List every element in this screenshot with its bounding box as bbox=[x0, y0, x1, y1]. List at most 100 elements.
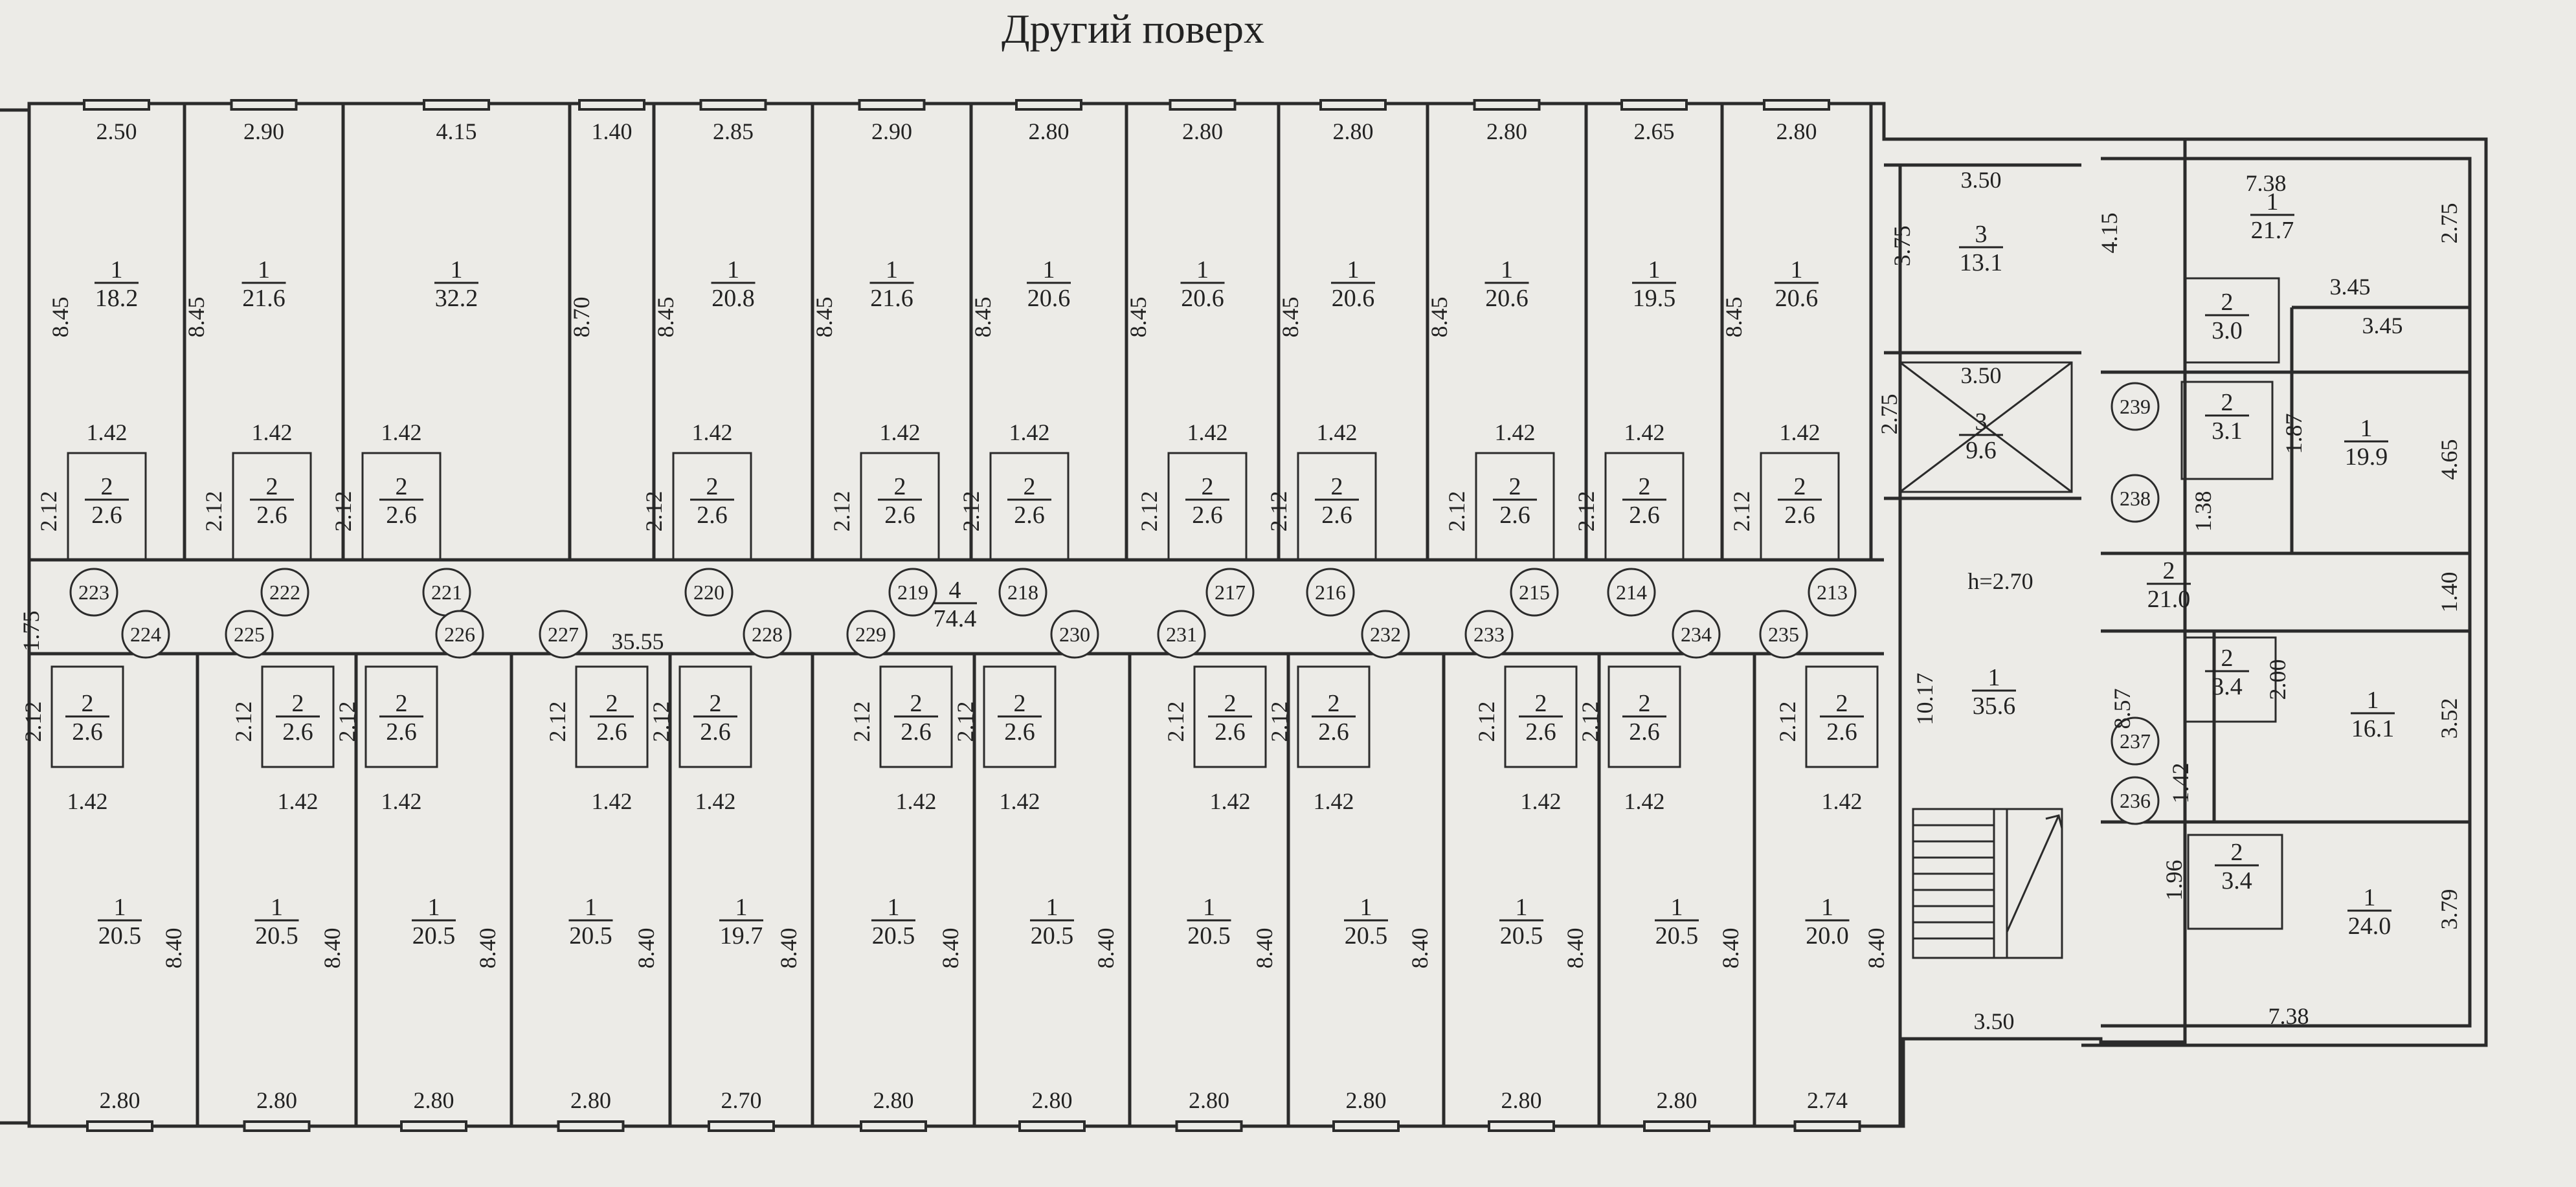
bottom-room-area: 20.5 bbox=[1345, 922, 1388, 949]
bottom-room-type: 1 bbox=[1821, 894, 1833, 921]
door-marker: 224 bbox=[121, 610, 170, 659]
top-bathroom bbox=[232, 452, 312, 561]
bottom-bathroom bbox=[364, 665, 438, 768]
floor-title: Другий поверх bbox=[1001, 6, 1265, 52]
bottom-room-area: 20.5 bbox=[569, 922, 612, 949]
door-marker-label: 239 bbox=[2120, 395, 2151, 418]
bottom-room-height: 8.40 bbox=[1093, 928, 1119, 969]
east-r2-area: 19.9 bbox=[2345, 443, 2388, 471]
corridor-width: 1.75 bbox=[18, 611, 44, 652]
top-bath-width: 1.42 bbox=[1495, 419, 1536, 445]
east-r1-area: 21.7 bbox=[2251, 217, 2294, 244]
top-bath-type: 2 bbox=[266, 473, 278, 500]
top-window bbox=[423, 99, 490, 111]
bottom-bath-area: 2.6 bbox=[1318, 718, 1349, 746]
top-room-width: 2.80 bbox=[1029, 118, 1070, 144]
bottom-bath-area: 2.6 bbox=[1629, 718, 1660, 746]
door-marker: 222 bbox=[260, 568, 309, 617]
bottom-room-area: 20.5 bbox=[412, 922, 456, 949]
east-wc2-type: 2 bbox=[2221, 389, 2234, 416]
top-room-area: 20.6 bbox=[1485, 285, 1529, 312]
door-marker-circle bbox=[1205, 568, 1255, 617]
bottom-room-height: 8.40 bbox=[161, 928, 186, 969]
east-wc4-height: 1.96 bbox=[2161, 860, 2187, 901]
top-room-type: 1 bbox=[1196, 256, 1209, 283]
top-room-type: 1 bbox=[886, 256, 898, 283]
bottom-bath-width: 1.42 bbox=[695, 788, 736, 814]
top-room-width: 2.80 bbox=[1182, 118, 1223, 144]
door-marker: 219 bbox=[888, 568, 937, 617]
bottom-room-height: 8.40 bbox=[319, 928, 345, 969]
top-bath-width: 1.42 bbox=[1009, 419, 1050, 445]
bottom-room-width: 2.80 bbox=[1501, 1087, 1542, 1113]
bottom-bath-width: 1.42 bbox=[1000, 788, 1040, 814]
bottom-window bbox=[1643, 1120, 1710, 1132]
door-marker-circle bbox=[225, 610, 274, 659]
bottom-room-type: 1 bbox=[1671, 894, 1683, 921]
door-marker: 213 bbox=[1808, 568, 1857, 617]
east-corridor-type: 2 bbox=[2163, 557, 2175, 584]
main-outer-wall bbox=[27, 102, 2187, 1128]
bottom-bath-type: 2 bbox=[710, 690, 722, 717]
top-bath-height: 2.12 bbox=[1729, 491, 1754, 532]
top-bath-width: 1.42 bbox=[252, 419, 293, 445]
top-room-width: 4.15 bbox=[436, 118, 477, 144]
bottom-bath-width: 1.42 bbox=[1210, 788, 1251, 814]
bottom-bath-area: 2.6 bbox=[1826, 718, 1857, 746]
bottom-room-area: 20.5 bbox=[1031, 922, 1074, 949]
east-wc1-type: 2 bbox=[2221, 289, 2234, 316]
bottom-bath-area: 2.6 bbox=[700, 718, 731, 746]
door-marker-circle bbox=[1808, 568, 1857, 617]
door-marker-label: 232 bbox=[1370, 623, 1401, 646]
top-room-height: 8.45 bbox=[1277, 297, 1303, 338]
bottom-window bbox=[400, 1120, 467, 1132]
top-room-area: 18.2 bbox=[95, 285, 139, 312]
top-bath-type: 2 bbox=[1794, 473, 1806, 500]
top-room-width: 2.80 bbox=[1776, 118, 1817, 144]
top-bath-width: 1.42 bbox=[87, 419, 128, 445]
bottom-window bbox=[1175, 1120, 1243, 1132]
door-marker: 231 bbox=[1157, 610, 1206, 659]
hall-ceiling-height: h=2.70 bbox=[1967, 568, 2033, 594]
east-partitions bbox=[2101, 305, 2470, 824]
bottom-bath-width: 1.42 bbox=[1314, 788, 1354, 814]
bottom-bathroom bbox=[879, 665, 953, 768]
bottom-bath-type: 2 bbox=[1014, 690, 1026, 717]
bottom-window bbox=[1018, 1120, 1086, 1132]
stair-hall-width: 3.50 bbox=[1974, 1008, 2015, 1034]
bottom-window bbox=[1332, 1120, 1400, 1132]
door-marker: 217 bbox=[1205, 568, 1255, 617]
bottom-room-width: 2.74 bbox=[1807, 1087, 1848, 1113]
door-marker-circle bbox=[1759, 610, 1808, 659]
bottom-bath-width: 1.42 bbox=[278, 788, 319, 814]
top-bath-area: 2.6 bbox=[884, 502, 915, 529]
bottom-bath-width: 1.42 bbox=[67, 788, 108, 814]
corridor-type: 4 bbox=[949, 577, 961, 604]
bottom-room-type: 1 bbox=[428, 894, 440, 921]
elevator-shaft bbox=[1899, 361, 2073, 493]
door-marker-circle bbox=[684, 568, 734, 617]
bottom-room-height: 8.40 bbox=[776, 928, 801, 969]
bottom-bathroom bbox=[678, 665, 752, 768]
top-bath-area: 2.6 bbox=[1629, 502, 1660, 529]
door-marker-label: 228 bbox=[752, 623, 783, 646]
bottom-bath-height: 2.12 bbox=[952, 702, 978, 742]
top-bathroom bbox=[860, 452, 940, 561]
door-marker-label: 215 bbox=[1519, 581, 1550, 604]
bottom-room-type: 1 bbox=[1516, 894, 1528, 921]
top-bath-area: 2.6 bbox=[1499, 502, 1530, 529]
top-bathroom bbox=[1297, 452, 1377, 561]
bottom-room-area: 20.5 bbox=[1655, 922, 1699, 949]
top-bath-type: 2 bbox=[706, 473, 719, 500]
bottom-bath-height: 2.12 bbox=[20, 702, 46, 742]
door-marker-circle bbox=[743, 610, 792, 659]
door-marker-circle bbox=[1607, 568, 1656, 617]
bottom-bathroom bbox=[1297, 665, 1371, 768]
east-wc2-area: 3.1 bbox=[2212, 417, 2243, 445]
east-wc4 bbox=[2187, 834, 2283, 930]
door-marker-circle bbox=[435, 610, 484, 659]
door-marker: 221 bbox=[422, 568, 471, 617]
bottom-room-width: 2.80 bbox=[1189, 1087, 1229, 1113]
bottom-bathroom bbox=[261, 665, 335, 768]
